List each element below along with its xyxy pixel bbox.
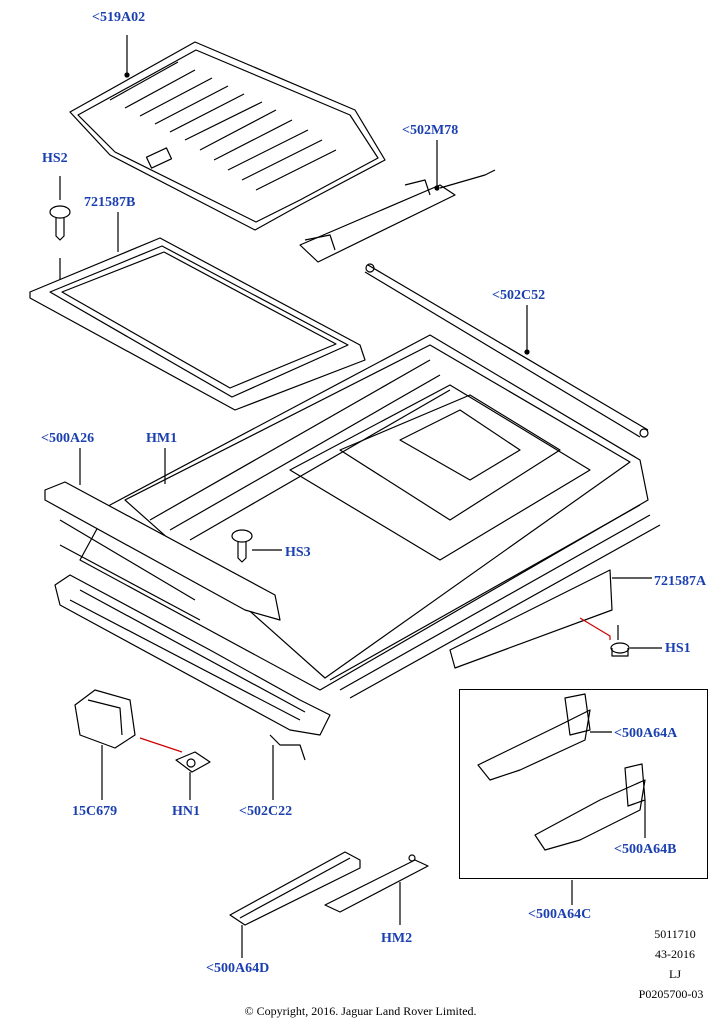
callout-502c22[interactable]: <502C22 — [239, 804, 293, 819]
copyright-text: © Copyright, 2016. Jaguar Land Rover Lim… — [244, 1004, 477, 1018]
callout-500a64a[interactable]: <500A64A — [614, 726, 678, 741]
red-leader-hs1 — [579, 617, 611, 640]
meta-date: 43-2016 — [655, 947, 695, 961]
meta-ref: P0205700-03 — [638, 987, 704, 1001]
callout-502c52[interactable]: <502C52 — [492, 288, 546, 303]
callout-502m78[interactable]: <502M78 — [402, 123, 459, 138]
callout-hs3[interactable]: HS3 — [285, 545, 311, 560]
callout-500a26[interactable]: <500A26 — [41, 431, 95, 446]
deflector-500a26 — [44, 481, 281, 621]
callout-15c679[interactable]: 15C679 — [72, 804, 118, 819]
screw-hs1 — [610, 625, 662, 657]
callout-500a64c[interactable]: <500A64C — [528, 907, 592, 922]
nut-hn1 — [175, 751, 211, 773]
track-500a64d — [229, 851, 361, 926]
rod-502c52 — [364, 263, 649, 438]
detail-box — [459, 689, 708, 879]
mechanism-500a64a — [477, 693, 612, 781]
callout-hs2[interactable]: HS2 — [42, 151, 68, 166]
callout-519a02[interactable]: <519A02 — [92, 10, 146, 25]
meta-code: 5011710 — [654, 927, 696, 941]
callout-hn1[interactable]: HN1 — [172, 804, 200, 819]
cable-hm2 — [324, 854, 429, 913]
callout-hs1[interactable]: HS1 — [665, 641, 691, 656]
bracket-502m78 — [299, 169, 496, 263]
seal-frame — [29, 237, 366, 411]
callout-721587b[interactable]: 721587B — [84, 195, 136, 210]
callout-500a64d[interactable]: <500A64D — [206, 961, 270, 976]
callout-hm2[interactable]: HM2 — [381, 931, 413, 946]
callout-hm1[interactable]: HM1 — [146, 431, 178, 446]
glass-panel — [69, 41, 386, 231]
drain-frame-502c22 — [54, 574, 331, 761]
screw-hs2 — [49, 176, 71, 241]
motor-15c679 — [74, 689, 136, 749]
screw-hs3 — [231, 529, 282, 563]
red-leader-hn1 — [139, 737, 183, 753]
callout-500a64b[interactable]: <500A64B — [614, 842, 677, 857]
mechanism-500a64b — [534, 763, 646, 851]
roof-frame — [79, 334, 661, 699]
callout-721587a[interactable]: 721587A — [654, 574, 707, 589]
meta-model: LJ — [669, 967, 681, 981]
